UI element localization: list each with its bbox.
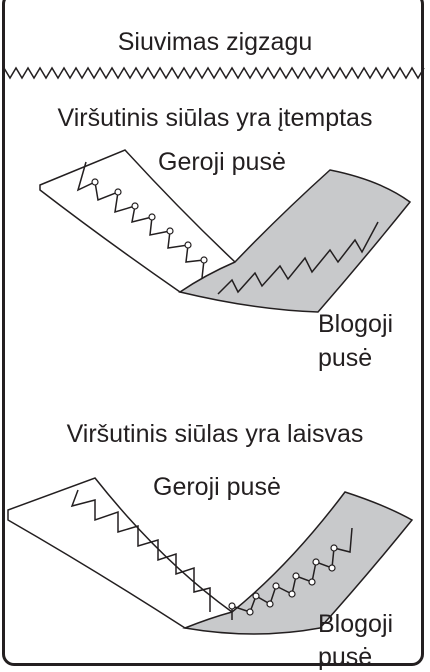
section-heading-tight: Viršutinis siūlas yra įtemptas: [0, 106, 430, 131]
fabric-wrong-side: [180, 170, 410, 312]
panel-title: Siuvimas zigzagu: [0, 30, 430, 55]
wrong-side-label-line2: pusė: [318, 346, 372, 371]
zigzag-divider: [4, 64, 426, 82]
right-side-label: Geroji pusė: [158, 150, 286, 175]
wrong-side-label: Blogoji: [318, 312, 393, 337]
right-side-label: Geroji pusė: [153, 475, 281, 500]
section-heading-loose: Viršutinis siūlas yra laisvas: [0, 422, 430, 447]
wrong-side-label-line2: pusė: [318, 645, 372, 670]
wrong-side-label: Blogoji: [318, 612, 393, 637]
